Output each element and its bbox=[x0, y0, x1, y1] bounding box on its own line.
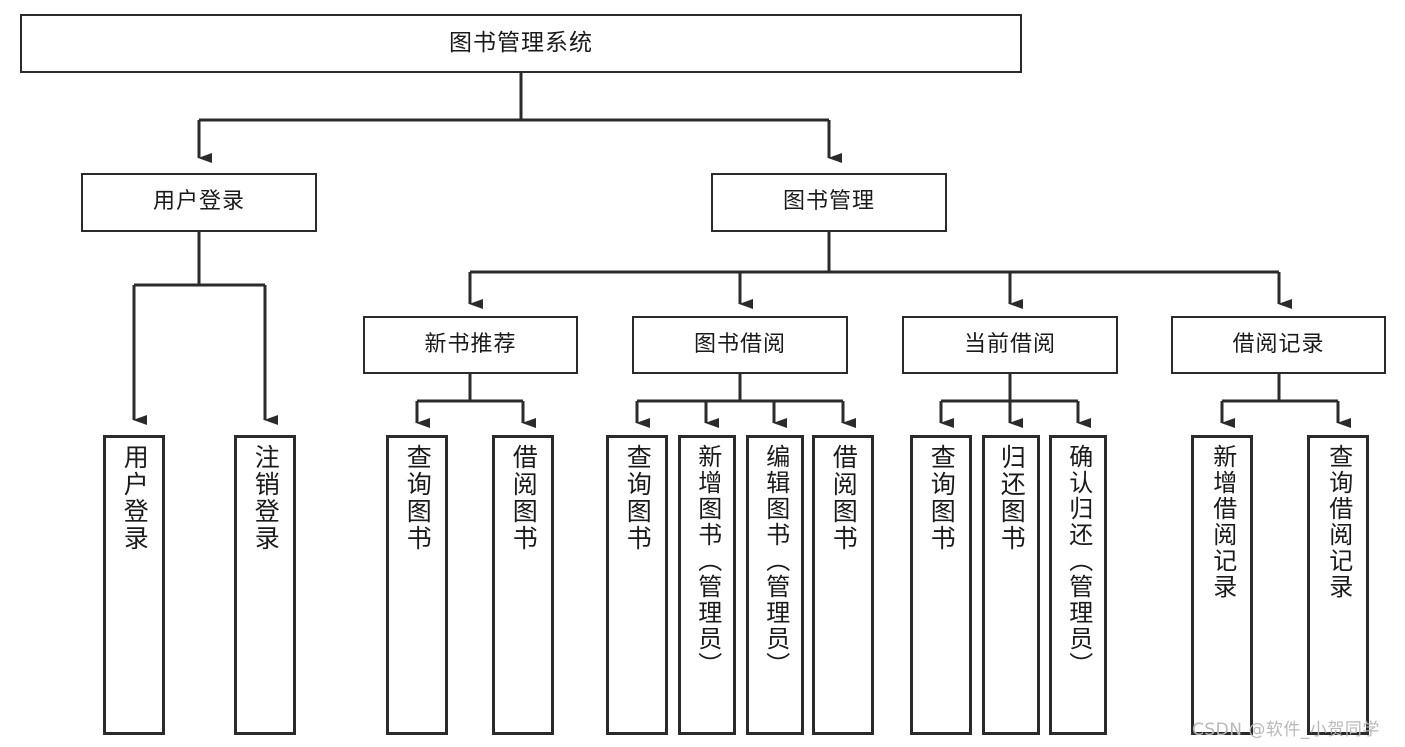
node-label: 新增借阅记录 bbox=[1208, 444, 1237, 600]
leaf-borrow-book-new-recommend[interactable]: 借阅图书 bbox=[492, 435, 554, 735]
node-label: 图书管理系统 bbox=[449, 30, 593, 57]
leaf-user-login[interactable]: 用户登录 bbox=[103, 435, 165, 735]
node-label: 图书借阅 bbox=[693, 331, 786, 357]
node-label: 新书推荐 bbox=[424, 331, 517, 357]
leaf-add-book-admin[interactable]: 新增图书（管理员） bbox=[678, 435, 736, 735]
leaf-query-book-current[interactable]: 查询图书 bbox=[910, 435, 972, 735]
node-label: 查询图书 bbox=[623, 444, 653, 552]
node-label: 查询图书 bbox=[403, 444, 433, 552]
leaf-return-book[interactable]: 归还图书 bbox=[982, 435, 1040, 735]
node-user-login[interactable]: 用户登录 bbox=[81, 173, 317, 232]
node-label: 借阅图书 bbox=[509, 444, 539, 552]
node-label: 用户登录 bbox=[152, 189, 245, 215]
leaf-query-borrow-record[interactable]: 查询借阅记录 bbox=[1307, 435, 1369, 735]
node-label: 图书管理 bbox=[782, 189, 875, 215]
node-root-book-management-system[interactable]: 图书管理系统 bbox=[20, 14, 1022, 73]
node-label: 编辑图书（管理员） bbox=[761, 444, 790, 678]
leaf-confirm-return-admin[interactable]: 确认归还（管理员） bbox=[1049, 435, 1107, 735]
node-label: 新增图书（管理员） bbox=[693, 444, 722, 678]
node-label: 借阅记录 bbox=[1232, 331, 1325, 357]
node-label: 注销登录 bbox=[251, 444, 281, 552]
node-label: 确认归还（管理员） bbox=[1064, 444, 1093, 678]
node-label: 查询借阅记录 bbox=[1324, 444, 1353, 600]
leaf-edit-book-admin[interactable]: 编辑图书（管理员） bbox=[746, 435, 804, 735]
leaf-add-borrow-record[interactable]: 新增借阅记录 bbox=[1191, 435, 1253, 735]
node-label: 当前借阅 bbox=[963, 331, 1056, 357]
node-label: 用户登录 bbox=[120, 444, 150, 552]
node-label: 归还图书 bbox=[997, 444, 1027, 552]
node-book-management[interactable]: 图书管理 bbox=[711, 173, 947, 232]
node-label: 查询图书 bbox=[927, 444, 957, 552]
node-book-borrowing[interactable]: 图书借阅 bbox=[632, 316, 848, 374]
node-current-borrowing[interactable]: 当前借阅 bbox=[902, 316, 1118, 374]
csdn-watermark: CSDN @软件_小贺同学 bbox=[1192, 720, 1380, 740]
leaf-query-book-new-recommend[interactable]: 查询图书 bbox=[386, 435, 448, 735]
node-new-book-recommendation[interactable]: 新书推荐 bbox=[363, 316, 578, 374]
node-borrowing-record[interactable]: 借阅记录 bbox=[1171, 316, 1386, 374]
leaf-logout-login[interactable]: 注销登录 bbox=[234, 435, 296, 735]
leaf-query-book-borrowing[interactable]: 查询图书 bbox=[606, 435, 668, 735]
leaf-borrow-book-borrowing[interactable]: 借阅图书 bbox=[812, 435, 874, 735]
node-label: 借阅图书 bbox=[829, 444, 859, 552]
